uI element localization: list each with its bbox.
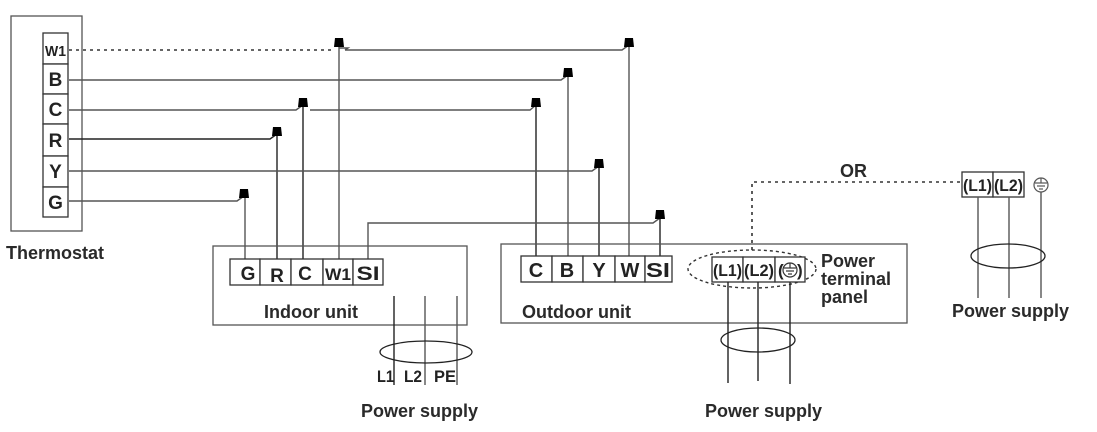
panel-terminal-label: (L1)	[713, 261, 742, 280]
outdoor-unit: C B Y W SI Outdoor unit (L1) (L2) ( ) Po…	[500, 243, 908, 421]
connector-icon	[239, 189, 249, 198]
wire-r	[69, 133, 278, 140]
indoor-power-supply-label: Power supply	[361, 401, 478, 421]
wire-c-outdoor	[310, 104, 537, 111]
thermostat-label: Thermostat	[6, 243, 104, 263]
alt-power-cable-bundle	[970, 243, 1046, 269]
indoor-power-label-l1: L1	[377, 367, 394, 386]
connector-icon	[655, 210, 665, 219]
thermostat-terminal-label: C	[49, 100, 63, 121]
connector-icon	[594, 159, 604, 168]
indoor-terminal-g	[229, 258, 261, 286]
indoor-unit-label: Indoor unit	[264, 302, 358, 322]
thermostat-terminal-label: G	[48, 193, 63, 214]
panel-terminal-label: (L2)	[744, 261, 774, 280]
thermostat: W1 B C R Y G Thermostat	[6, 15, 104, 263]
thermostat-terminal-label: W1	[45, 43, 66, 60]
panel-terminal-paren: (	[778, 261, 784, 280]
wire-y	[69, 165, 600, 172]
power-terminal-panel-label: terminal	[821, 269, 891, 289]
indoor-unit-housing	[212, 245, 468, 326]
indoor-terminal-label: R	[270, 266, 284, 287]
alt-terminal-l2	[992, 171, 1025, 198]
thermostat-terminal-label: Y	[49, 162, 62, 183]
wire-si	[367, 217, 661, 259]
or-label: OR	[840, 161, 867, 181]
outdoor-unit-label: Outdoor unit	[522, 302, 631, 322]
connector-icon	[272, 127, 282, 136]
outdoor-terminal-label: W	[621, 260, 640, 282]
connector-icon	[334, 38, 344, 47]
outdoor-power-supply-label: Power supply	[705, 401, 822, 421]
alt-terminal-label: (L2)	[994, 176, 1023, 195]
outdoor-terminal-b	[551, 255, 584, 283]
alternate-power-dashed-link	[751, 181, 961, 250]
connector-icon	[624, 38, 634, 47]
indoor-terminal-c	[290, 258, 324, 286]
ground-icon	[782, 262, 798, 278]
wire-g	[69, 195, 245, 202]
power-terminal-panel-highlight	[687, 249, 817, 289]
power-terminal-panel-label: panel	[821, 287, 868, 307]
connector-icon	[298, 98, 308, 107]
thermostat-terminal-c	[42, 93, 69, 125]
outdoor-power-cable-bundle	[720, 327, 796, 353]
indoor-power-cable-bundle	[379, 340, 473, 364]
indoor-power-label-l2: L2	[404, 367, 422, 386]
indoor-terminal-label: C	[298, 264, 312, 285]
outdoor-terminal-label: Y	[592, 260, 606, 282]
wire-c-indoor	[69, 104, 304, 111]
indoor-terminal-label: SI	[357, 264, 380, 285]
thermostat-terminal-g	[42, 186, 69, 218]
alt-terminal-label: (L1)	[963, 176, 992, 195]
indoor-power-label-pe: PE	[434, 367, 456, 386]
indoor-terminal-label: W1	[325, 265, 351, 284]
outdoor-terminal-label: C	[529, 260, 543, 282]
indoor-terminal-label: G	[241, 264, 256, 285]
panel-terminal-l2	[742, 256, 776, 283]
wires	[69, 44, 661, 259]
alternate-power: OR (L1) (L2) Power supply	[751, 161, 1069, 321]
outdoor-terminal-c	[520, 255, 553, 283]
alt-power-supply-label: Power supply	[952, 301, 1069, 321]
thermostat-terminal-label: B	[49, 70, 63, 91]
outdoor-terminal-label: B	[560, 260, 574, 282]
outdoor-unit-housing	[500, 243, 908, 324]
connector-icon	[531, 98, 541, 107]
alt-terminal-l1	[961, 171, 994, 198]
indoor-terminal-w1	[322, 258, 354, 286]
thermostat-terminal-y	[42, 155, 69, 188]
indoor-terminal-r	[259, 258, 292, 286]
connectors	[239, 38, 665, 219]
wire-b	[69, 74, 569, 81]
panel-terminal-ground	[774, 256, 806, 283]
thermostat-terminal-label: R	[49, 131, 63, 152]
connector-icon	[563, 68, 573, 77]
indoor-terminal-si	[352, 258, 384, 286]
wire-w1-outdoor	[345, 44, 630, 51]
power-terminal-panel-label: Power	[821, 251, 875, 271]
panel-terminal-paren: )	[797, 261, 803, 280]
outdoor-terminal-label: SI	[646, 260, 670, 282]
indoor-unit: G R C W1 SI Indoor unit L1 L2 PE Power s…	[212, 245, 478, 421]
outdoor-terminal-si	[644, 255, 673, 283]
ground-icon	[1033, 177, 1049, 193]
